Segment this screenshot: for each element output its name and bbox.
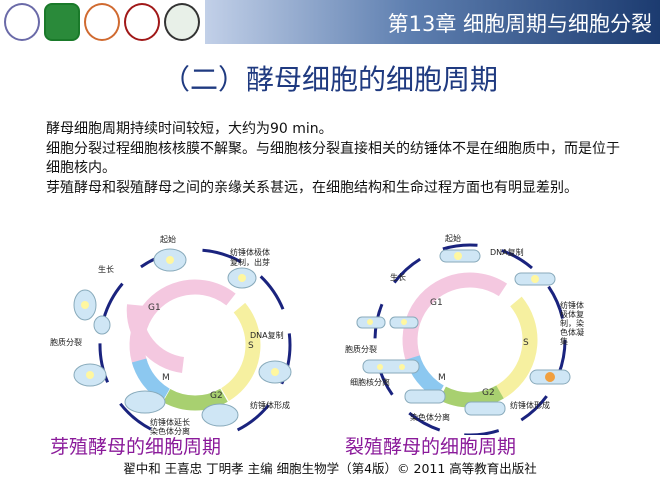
phase-m-label: M: [162, 373, 170, 383]
phase-m-arrow: [129, 279, 261, 411]
label-growth: 生长: [390, 272, 406, 282]
label-chromosome-separation: 染色体分离: [410, 412, 450, 422]
slide-title: （二）酵母细胞的细胞周期: [161, 63, 498, 96]
chapter-title: 第13章 细胞周期与细胞分裂: [387, 12, 652, 36]
phase-g1-label: G1: [148, 303, 161, 313]
outer-cycle-arrows: [98, 248, 292, 435]
citation-footer: 翟中和 王喜忠 丁明孝 主编 细胞生物学（第4版）© 2011 高等教育出版社: [123, 461, 537, 476]
label-budding: 复制，出芽: [230, 257, 270, 267]
label-spb: 纺锤体极体: [230, 247, 270, 257]
label-spindle: 纺锤体形成: [510, 400, 550, 410]
phase-g2-label: G2: [482, 388, 495, 398]
phase-g2-label: G2: [210, 391, 223, 401]
university-logo-5: [164, 3, 200, 41]
label-spb: 制，染: [560, 318, 584, 328]
paragraph: 细胞分裂过程细胞核核膜不解聚。与细胞核分裂直接相关的纺锤体不是在细胞质中，而是位…: [46, 140, 620, 177]
university-logo-2: [44, 3, 80, 41]
chapter-header: 第13章 细胞周期与细胞分裂: [205, 0, 660, 44]
phase-g2-arrow: [402, 272, 538, 408]
phase-s-label: S: [523, 338, 529, 348]
outer-cycle-arrows: [373, 243, 567, 435]
university-logo-3: [84, 3, 120, 41]
label-start: 起始: [445, 233, 461, 243]
phase-s-label: S: [248, 341, 254, 351]
label-condensation: 集: [560, 336, 568, 346]
label-cytokinesis: 胞质分裂: [50, 337, 82, 347]
phase-s-arrow: [129, 279, 261, 411]
label-spindle: 纺锤体形成: [250, 400, 290, 410]
label-cytokinesis: 胞质分裂: [345, 344, 377, 354]
phase-g1-arrow: [126, 304, 185, 373]
phase-m-label: M: [438, 373, 446, 383]
university-logo-1: [4, 3, 40, 41]
fission-yeast-cycle-diagram: 起始 DNA复制 纺锤体 极体复 制，染 色体凝 集 纺锤体形成 染色体分离 细…: [345, 233, 584, 435]
paragraph: 芽殖酵母和裂殖酵母之间的亲缘关系甚远，在细胞结构和生命过程方面也有明显差别。: [46, 179, 578, 196]
label-start: 起始: [160, 234, 176, 244]
slide-body: 酵母细胞周期持续时间较短，大约为90 min。 细胞分裂过程细胞核核膜不解聚。与…: [46, 120, 626, 198]
label-spb: 极体复: [560, 309, 584, 319]
university-logo-4: [124, 3, 160, 41]
fission-yeast-caption: 裂殖酵母的细胞周期: [345, 436, 517, 458]
label-chromosome-separation: 染色体分离: [150, 426, 190, 435]
label-condensation: 色体凝: [560, 327, 584, 337]
university-logos: [4, 3, 200, 41]
label-dna: DNA复制: [250, 330, 284, 340]
budding-yeast-cycle-diagram: 起始 纺锤体极体 复制，出芽 DNA复制 纺锤体形成 纺锤体延长 染色体分离 胞…: [50, 234, 292, 435]
label-growth: 生长: [98, 264, 114, 274]
label-dna: DNA复制: [490, 247, 524, 257]
label-nuclear-division: 细胞核分离: [350, 377, 390, 387]
label-elongation: 纺锤体延长: [150, 417, 190, 427]
budding-yeast-caption: 芽殖酵母的细胞周期: [50, 436, 222, 458]
label-spb: 纺锤体: [560, 300, 584, 310]
phase-g1-label: G1: [430, 298, 443, 308]
paragraph: 酵母细胞周期持续时间较短，大约为90 min。: [46, 121, 333, 137]
